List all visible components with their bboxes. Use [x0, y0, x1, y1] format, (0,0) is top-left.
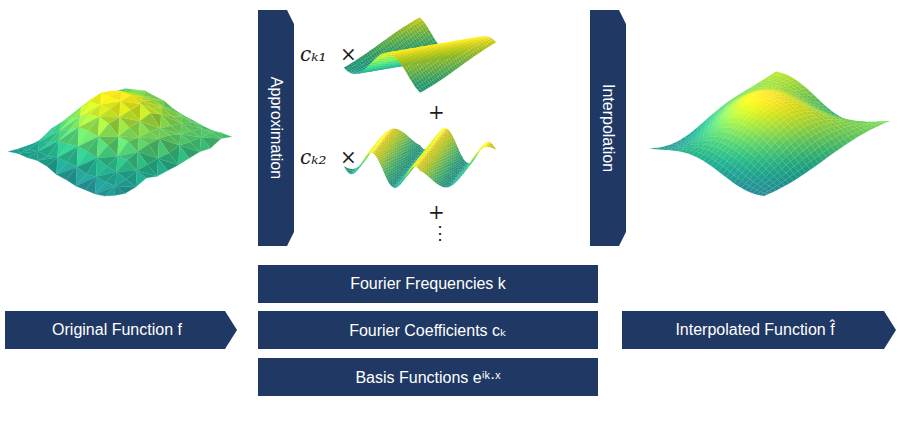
surface-facet — [362, 70, 367, 72]
surface-facet — [8, 149, 19, 154]
surface-facet — [364, 68, 369, 70]
surface-facet — [99, 109, 119, 117]
surface-facet — [28, 151, 39, 160]
surface-facet — [157, 159, 168, 177]
surface-facet — [139, 132, 159, 139]
surface-facet — [39, 131, 59, 143]
surface-facet — [115, 180, 135, 187]
surface-facet — [48, 141, 59, 158]
surface-facet — [179, 145, 190, 165]
surface-facet — [105, 186, 116, 196]
surface-facet — [221, 133, 232, 138]
surface-facet — [86, 158, 97, 177]
surface-facet — [114, 186, 125, 196]
surface-facet — [182, 116, 193, 123]
surface-facet — [47, 157, 58, 174]
surface-facet — [391, 50, 396, 55]
surface-facet — [66, 167, 77, 186]
surface-facet — [97, 145, 117, 158]
surface-facet — [144, 91, 155, 97]
interpolated-surface — [650, 72, 890, 196]
surface-facet — [429, 44, 434, 49]
surface-facet — [68, 127, 79, 146]
surface-facet — [39, 131, 59, 142]
surface-facet — [136, 171, 147, 187]
surface-facet — [95, 186, 115, 196]
surface-facet — [200, 137, 211, 152]
surface-facet — [119, 128, 139, 138]
surface-facet — [98, 124, 118, 137]
original-surface — [8, 88, 232, 196]
basis-wave-1 — [344, 17, 496, 92]
surface-facet — [760, 193, 768, 196]
surface-facet — [420, 45, 425, 50]
surface-facet — [142, 97, 153, 101]
surface-facet — [116, 160, 136, 171]
surface-facet — [49, 131, 60, 143]
surface-facet — [85, 177, 96, 194]
